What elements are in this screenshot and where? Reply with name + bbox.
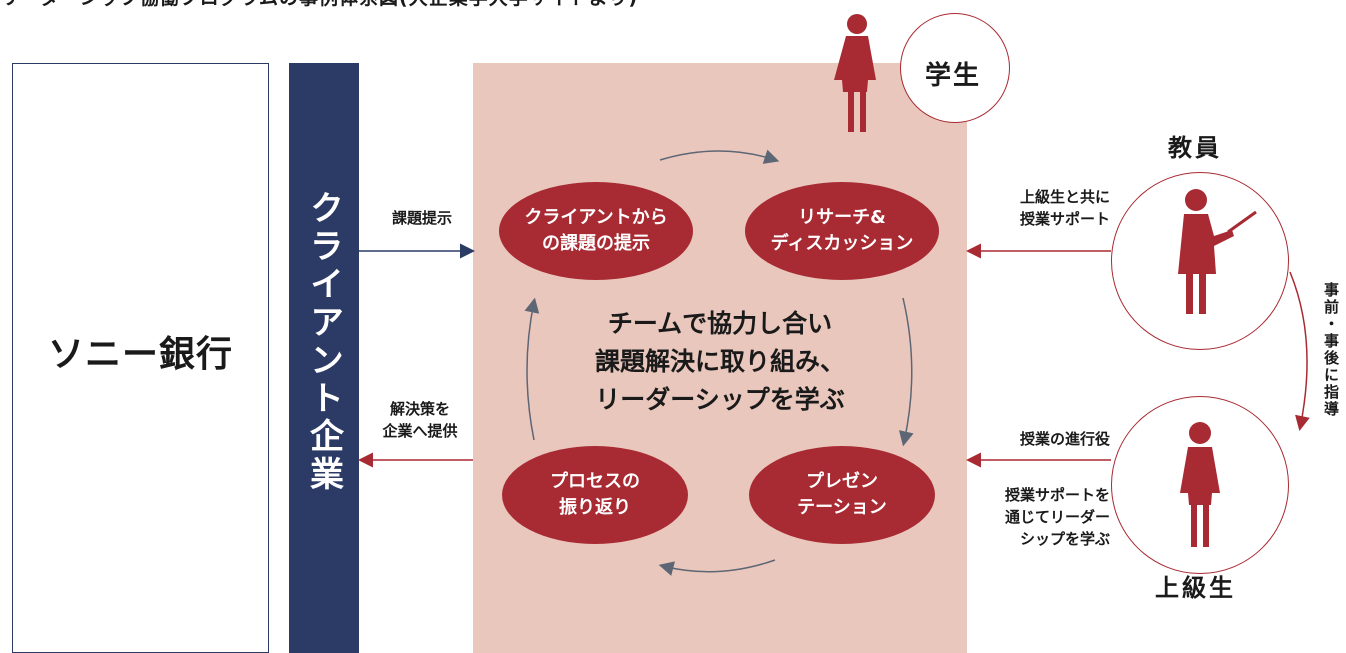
student-label: 学生 xyxy=(925,61,982,91)
solution-provide-label: 解決策を 企業へ提供 xyxy=(382,400,458,440)
student-activity-area xyxy=(473,63,967,653)
guidance-label: 事前・事後に指導 xyxy=(1322,282,1340,418)
guidance-arrow xyxy=(1289,271,1310,431)
cycle-center-text: チームで協力し合い 課題解決に取り組み、 リーダーシップを学ぶ xyxy=(594,309,845,414)
senior-role-label: 授業の進行役 xyxy=(1019,430,1110,448)
senior-learning-label: 授業サポートを 通じてリーダー シップを学ぶ xyxy=(1004,486,1110,548)
diagram-graphics xyxy=(358,14,1310,576)
cycle-step-reflection: プロセスの 振り返り xyxy=(502,446,688,544)
teacher-support-label: 上級生と共に 授業サポート xyxy=(1019,188,1110,228)
cycle-arrow-top xyxy=(659,149,780,164)
client-category-label: クライアント企業 xyxy=(303,190,344,494)
client-box xyxy=(12,63,269,653)
cycle-step-presentation: プレゼン テーション xyxy=(749,446,935,544)
teacher-label: 教員 xyxy=(1168,134,1222,162)
senior-label: 上級生 xyxy=(1155,574,1236,602)
student-circle xyxy=(900,13,1010,123)
cycle-step-client-issue: クライアントから の課題の提示 xyxy=(499,182,693,280)
issue-present-label: 課題提示 xyxy=(391,209,452,227)
cycle-arrow-bottom xyxy=(658,559,776,576)
page-title: リーダーシップ協働プログラムの事例体系図(大企業学大学サイトより) xyxy=(0,0,900,10)
client-category-bar xyxy=(289,63,359,653)
cycle-arrow-left xyxy=(524,297,540,441)
cycle-arrow-right xyxy=(898,297,914,447)
senior-person-icon xyxy=(1180,422,1220,547)
client-name: ソニー銀行 xyxy=(47,334,233,375)
cycle-step-research: リサーチ& ディスカッション xyxy=(745,182,939,280)
student-person-icon xyxy=(834,14,876,132)
teacher-person-icon xyxy=(1178,189,1257,314)
